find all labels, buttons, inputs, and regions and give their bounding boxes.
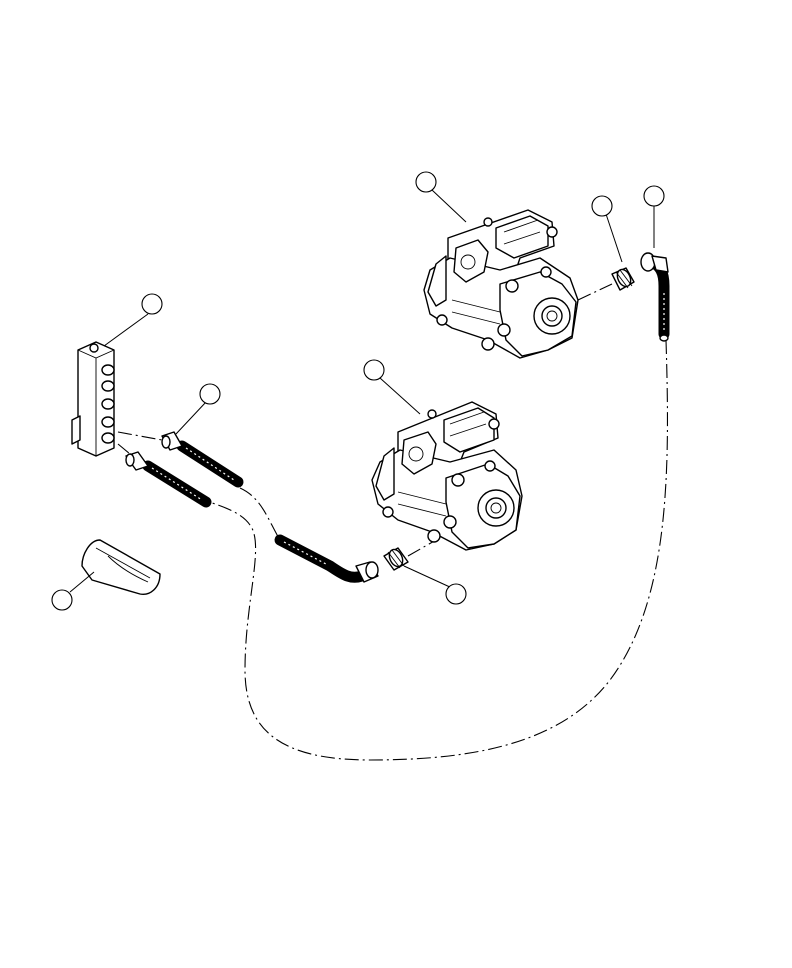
elbow-hose-bottom (274, 534, 379, 583)
callout-pump-bottom[interactable] (363, 359, 385, 381)
callout-manifold[interactable] (141, 293, 163, 315)
callout-hose-pair[interactable] (199, 383, 221, 405)
adapter-fitting-top (611, 267, 635, 291)
callout-pump-top[interactable] (415, 171, 437, 193)
fitting-route-bottom (407, 539, 437, 557)
hydraulic-pump-bottom (371, 401, 523, 551)
hose-route-long (204, 339, 669, 761)
routing-lines (117, 283, 669, 761)
hose-upper (161, 431, 244, 488)
manifold-route-1 (117, 431, 163, 441)
callout-bubbles (51, 171, 665, 611)
hose-route-mid (239, 487, 281, 541)
hose-lower (125, 451, 212, 508)
fitting-route-top (577, 283, 613, 301)
manifold-block (71, 341, 115, 457)
manifold-ports (101, 364, 115, 444)
adapter-fitting-bottom (383, 547, 409, 571)
manifold-route-2 (117, 443, 131, 455)
callout-elbow-hose-top[interactable] (643, 185, 665, 207)
shield-guard (81, 539, 161, 595)
callout-fitting-bottom[interactable] (445, 583, 467, 605)
hydraulic-pump-top (423, 209, 579, 359)
elbow-hose-top (640, 252, 670, 342)
leader-lines (69, 189, 655, 593)
callout-shield[interactable] (51, 589, 73, 611)
callout-fitting-top[interactable] (591, 195, 613, 217)
